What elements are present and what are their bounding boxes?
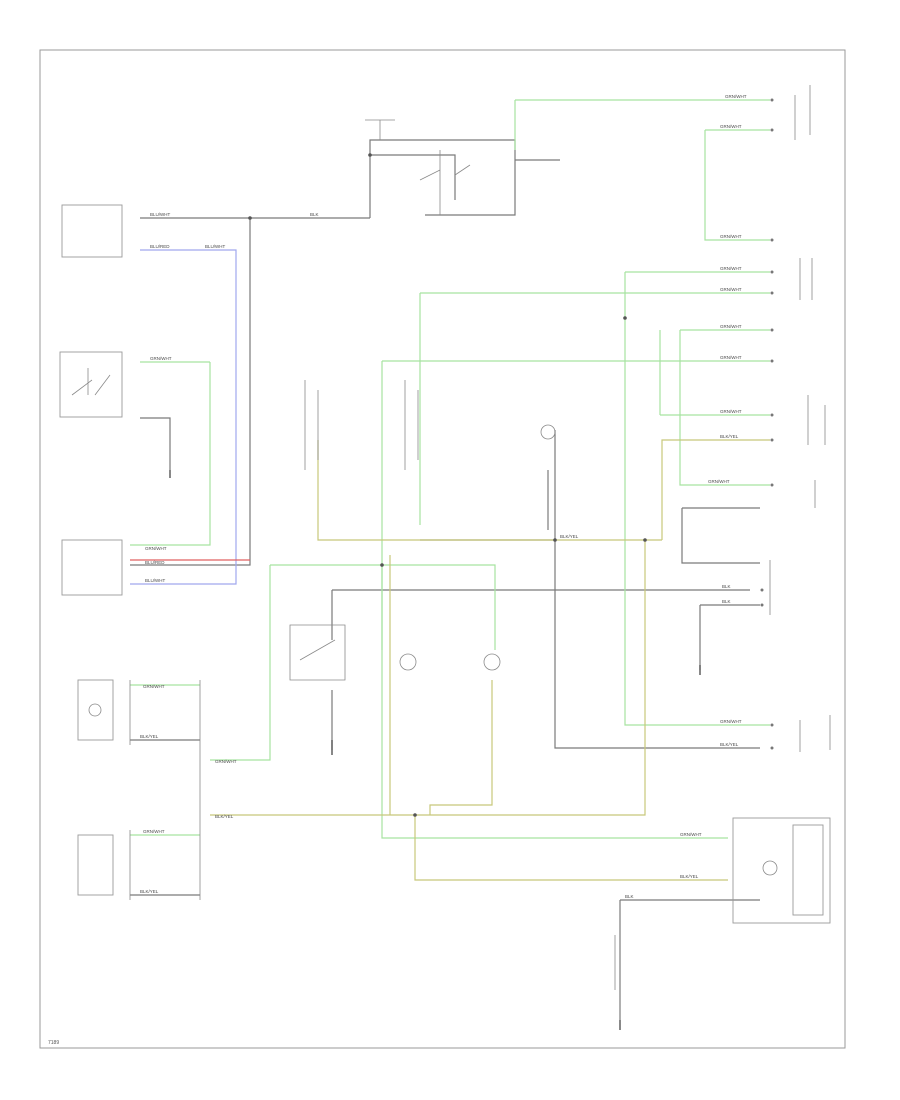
wire-label: BLK [722, 584, 731, 589]
grounds [169, 470, 701, 1030]
connector-bracket [799, 715, 831, 752]
wire-label: BLK [722, 599, 731, 604]
wire-label: BLK/YEL [140, 734, 159, 739]
radio-unit-box [732, 817, 831, 924]
connector-bracket [807, 395, 826, 445]
wire-label: BLU/RED [150, 244, 170, 249]
component-box [77, 834, 114, 896]
diagram-code: 7189 [48, 1040, 59, 1046]
component-box [59, 351, 123, 418]
wire-label: BLU/WHT [145, 578, 166, 583]
wire-label: GRN/WHT [150, 356, 172, 361]
wire-label: BLK/YEL [720, 434, 739, 439]
switch-icon [419, 150, 471, 215]
black-wires [130, 139, 760, 1020]
fuse-icon [365, 119, 395, 140]
wire-label: GRN/WHT [720, 266, 742, 271]
splice-dots [248, 153, 647, 817]
wire-label: GRN/WHT [708, 479, 730, 484]
switch-icon [71, 368, 111, 396]
switch-icon [404, 380, 419, 470]
lamp-icon [762, 860, 778, 876]
wire-label: BLK/YEL [215, 814, 234, 819]
wire-label: BLK [310, 212, 319, 217]
meter-bracket [129, 680, 201, 900]
wire-label: GRN/WHT [143, 829, 165, 834]
left-components [59, 204, 201, 900]
wire-label: BLK/YEL [720, 742, 739, 747]
wire-label: GRN/WHT [720, 355, 742, 360]
lamp-icon [540, 424, 556, 440]
lamp-icon [399, 653, 417, 671]
connector-terminals [760, 98, 774, 750]
connector-dot-icon [413, 813, 417, 817]
connector-dot-icon [643, 538, 647, 542]
component-box [77, 679, 114, 741]
wire-label: GRN/WHT [215, 759, 237, 764]
lamp-icon [88, 703, 102, 717]
right-components [614, 85, 831, 990]
switch-icon [304, 380, 319, 470]
connector-dot-icon [623, 316, 627, 320]
component-box [61, 539, 123, 596]
connector-dot-icon [368, 153, 372, 157]
wire-label: GRN/WHT [720, 124, 742, 129]
grn-wht-wires [130, 99, 770, 839]
wire-label: GRN/WHT [720, 409, 742, 414]
wire-label: GRN/WHT [145, 546, 167, 551]
wire-label: BLK/YEL [560, 534, 579, 539]
blk-yel-wires [210, 439, 770, 881]
wire-label: GRN/WHT [720, 234, 742, 239]
wire-label: BLU/WHT [150, 212, 171, 217]
radio-unit-inner [792, 824, 824, 916]
diagram-frame [39, 49, 846, 1049]
wire-label: BLK/YEL [680, 874, 699, 879]
wire-labels: GRN/WHT GRN/WHT GRN/WHT GRN/WHT GRN/WHT … [140, 94, 747, 899]
wire-label: BLU/RED [145, 560, 165, 565]
blu-red-wires [130, 249, 237, 585]
connector-dot-icon [248, 216, 252, 220]
center-components [289, 119, 556, 681]
wire-label: BLK [625, 894, 634, 899]
wire-label: GRN/WHT [720, 719, 742, 724]
wire-label: GRN/WHT [680, 832, 702, 837]
connector-dot-icon [380, 563, 384, 567]
wire-label: BLK/YEL [140, 889, 159, 894]
switch-icon [289, 624, 346, 681]
wire-label: GRN/WHT [720, 287, 742, 292]
switch-icon [799, 258, 813, 300]
wire-label: GRN/WHT [143, 684, 165, 689]
connector-dot-icon [553, 538, 557, 542]
component-box [61, 204, 123, 258]
wire-label: BLU/WHT [205, 244, 226, 249]
wire-label: GRN/WHT [720, 324, 742, 329]
wire-label: GRN/WHT [725, 94, 747, 99]
lamp-icon [483, 653, 501, 671]
switch-icon [794, 85, 811, 140]
